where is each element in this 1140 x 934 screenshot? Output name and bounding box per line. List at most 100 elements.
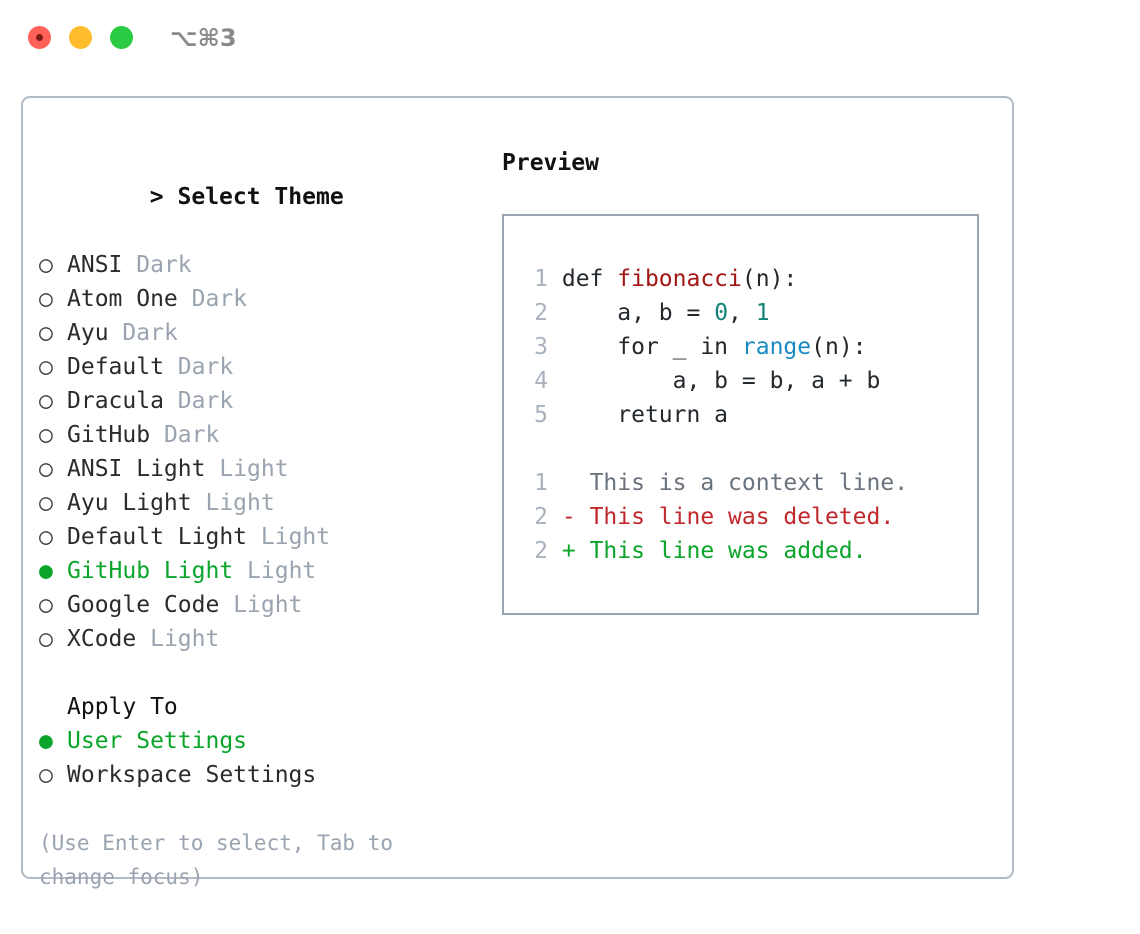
code-token: a, b = b, a + b: [561, 368, 881, 394]
apply-option-label: User Settings: [67, 728, 248, 754]
theme-selector-column: > Select Theme ○ANSI Dark○Atom One Dark○…: [39, 146, 499, 894]
code-line: 5 return a: [518, 398, 977, 432]
line-number: 2: [534, 300, 548, 326]
theme-option-ayu-light[interactable]: ○Ayu Light Light: [39, 486, 499, 520]
code-diff-spacer: [518, 432, 977, 466]
gutter-gap: [548, 334, 562, 360]
gutter-gap: [548, 402, 562, 428]
radio-unselected-icon: ○: [39, 456, 53, 482]
code-token: fibonacci: [617, 266, 742, 292]
theme-option-label: GitHub: [67, 422, 151, 448]
diff-text: This is a context line.: [589, 470, 909, 496]
theme-option-label: Default Light: [67, 524, 248, 550]
diff-line: 1 This is a context line.: [518, 466, 977, 500]
code-token: 0: [714, 300, 729, 326]
label-tag-gap: [219, 592, 233, 618]
code-token: return a: [561, 402, 729, 428]
radio-unselected-icon: ○: [39, 592, 53, 618]
theme-variant-tag: Dark: [177, 354, 234, 380]
label-tag-gap: [205, 456, 219, 482]
diff-text: This line was deleted.: [589, 504, 895, 530]
theme-variant-tag: Light: [150, 626, 220, 652]
label-tag-gap: [164, 354, 178, 380]
code-token: 1: [755, 300, 770, 326]
theme-variant-tag: Dark: [177, 388, 234, 414]
theme-option-xcode[interactable]: ○ XCode Light: [39, 622, 499, 656]
apply-option-label: Workspace Settings: [67, 762, 317, 788]
radio-unselected-icon: ○: [39, 762, 53, 788]
theme-variant-tag: Light: [247, 558, 317, 584]
gutter-gap: [548, 368, 562, 394]
theme-option-label: ANSI: [67, 252, 123, 278]
gutter-gap: [548, 300, 562, 326]
gutter-gap: [548, 504, 562, 530]
label-tag-gap: [178, 286, 192, 312]
code-line: 4 a, b = b, a + b: [518, 364, 977, 398]
theme-list: ○ANSI Dark○Atom One Dark○Ayu Dark○Defaul…: [39, 248, 499, 656]
close-button[interactable]: [28, 26, 51, 49]
theme-option-google-code[interactable]: ○ Google Code Light: [39, 588, 499, 622]
code-line: 2 a, b = 0, 1: [518, 296, 977, 330]
radio-unselected-icon: ○: [39, 320, 53, 346]
theme-option-label: Ayu Light: [67, 490, 192, 516]
radio-unselected-icon: ○: [39, 252, 53, 278]
code-token: ,: [728, 300, 756, 326]
theme-option-label: GitHub Light: [67, 558, 234, 584]
theme-option-default[interactable]: ○Default Dark: [39, 350, 499, 384]
minimize-button[interactable]: [69, 26, 92, 49]
theme-option-label: ANSI Light: [67, 456, 206, 482]
radio-selected-icon: ●: [39, 728, 53, 754]
radio-unselected-icon: ○: [39, 388, 53, 414]
theme-option-label: Google Code: [67, 592, 220, 618]
label-tag-gap: [122, 252, 136, 278]
theme-option-label: XCode: [67, 626, 137, 652]
diff-marker: +: [561, 538, 590, 564]
caret-icon: >: [149, 184, 164, 210]
label-tag-gap: [150, 422, 164, 448]
diff-sample: 1 This is a context line.2 - This line w…: [518, 466, 977, 568]
radio-unselected-icon: ○: [39, 626, 53, 652]
theme-variant-tag: Light: [233, 592, 303, 618]
radio-selected-icon: ●: [39, 558, 53, 584]
maximize-button[interactable]: [110, 26, 133, 49]
diff-line: 2 - This line was deleted.: [518, 500, 977, 534]
code-line: 1 def fibonacci(n):: [518, 262, 977, 296]
label-tag-gap: [192, 490, 206, 516]
theme-option-ansi[interactable]: ○ANSI Dark: [39, 248, 499, 282]
label-tag-gap: [164, 388, 178, 414]
label-tag-gap: [136, 626, 150, 652]
theme-variant-tag: Dark: [163, 422, 220, 448]
gutter-gap: [548, 470, 562, 496]
code-line: 3 for _ in range(n):: [518, 330, 977, 364]
line-number: 3: [534, 334, 548, 360]
apply-option-user-settings[interactable]: ● User Settings: [39, 724, 499, 758]
apply-to-header: Apply To: [67, 694, 178, 720]
theme-option-github-light[interactable]: ● GitHub Light Light: [39, 554, 499, 588]
theme-option-label: Dracula: [67, 388, 164, 414]
code-token: (n):: [741, 266, 798, 292]
theme-option-ayu[interactable]: ○Ayu Dark: [39, 316, 499, 350]
diff-marker: [562, 470, 590, 496]
keyboard-hint: (Use Enter to select, Tab to change focu…: [39, 831, 406, 889]
diff-line: 2 + This line was added.: [518, 534, 977, 568]
theme-option-default-light[interactable]: ○Default Light Light: [39, 520, 499, 554]
theme-option-atom-one[interactable]: ○Atom One Dark: [39, 282, 499, 316]
theme-option-dracula[interactable]: ○ Dracula Dark: [39, 384, 499, 418]
radio-unselected-icon: ○: [39, 286, 53, 312]
theme-option-ansi-light[interactable]: ○ANSI Light Light: [39, 452, 499, 486]
theme-option-github[interactable]: ○ GitHub Dark: [39, 418, 499, 452]
radio-unselected-icon: ○: [39, 490, 53, 516]
title-bar: ⌥⌘3: [0, 0, 1140, 78]
line-number: 2: [534, 504, 548, 530]
radio-unselected-icon: ○: [39, 524, 53, 550]
theme-variant-tag: Dark: [191, 286, 248, 312]
line-number: 1: [534, 470, 548, 496]
radio-unselected-icon: ○: [39, 422, 53, 448]
apply-option-workspace-settings[interactable]: ○ Workspace Settings: [39, 758, 499, 792]
line-number: 4: [534, 368, 548, 394]
code-token: a, b =: [561, 300, 715, 326]
radio-unselected-icon: ○: [39, 354, 53, 380]
theme-variant-tag: Dark: [122, 320, 178, 346]
